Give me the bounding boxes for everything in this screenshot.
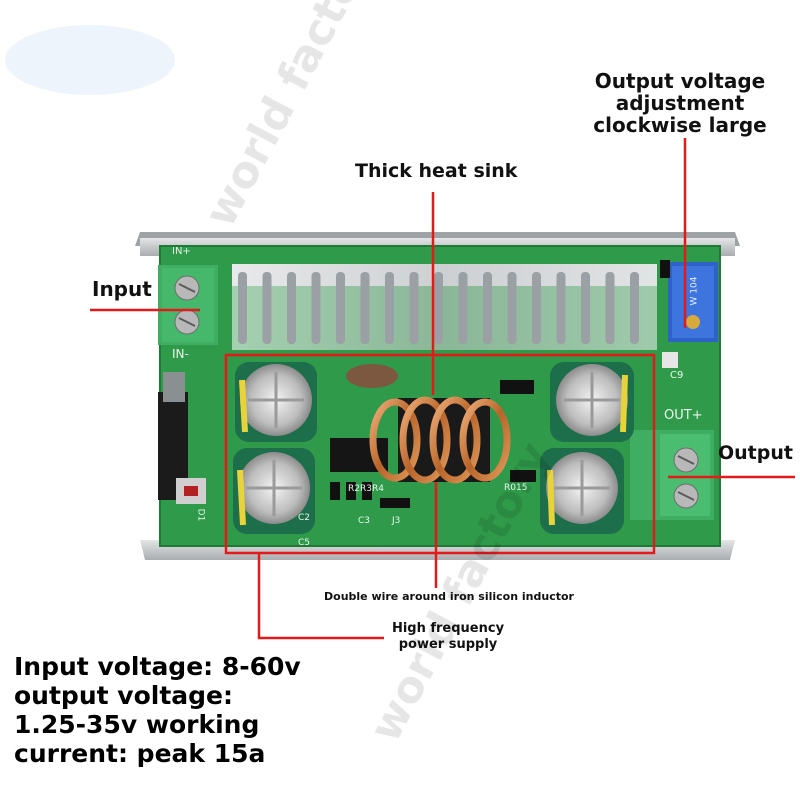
silk-j3: J3 <box>392 516 401 526</box>
heat-sink-fin-slot <box>360 272 370 344</box>
spec-line: output voltage: <box>14 681 233 710</box>
silk-c2: C2 <box>298 513 311 523</box>
capacitor-bottom-left <box>233 448 315 534</box>
heat-sink-fin-slot <box>287 272 296 344</box>
silk-in-minus: IN- <box>172 347 189 361</box>
svg-text:world factory: world factory <box>195 0 395 235</box>
capacitor-top-right <box>550 362 634 442</box>
heat-sink-fin-slot <box>311 272 321 344</box>
smd-resistors <box>330 352 678 508</box>
input-terminal-block <box>158 265 218 345</box>
silk-out-plus: OUT+ <box>664 408 703 423</box>
callout-heat-sink: Thick heat sink <box>355 160 518 182</box>
heat-sink-fin-slot <box>336 272 345 344</box>
heat-sink-fin-slot <box>385 272 394 344</box>
callout-line: adjustment <box>615 91 745 115</box>
heat-sink-fin-slot <box>507 272 517 344</box>
silk-c3: C3 <box>358 516 371 526</box>
output-terminal-block <box>630 430 714 520</box>
heat-sink-fin-slot <box>605 272 615 344</box>
highlight-box <box>224 353 656 555</box>
callout-input: Input <box>92 277 152 301</box>
heat-sink-fin-slot <box>532 272 541 344</box>
heat-sink-fin-slot <box>409 272 419 344</box>
capacitor-bottom-right <box>540 448 624 534</box>
heat-sink-fin-slot <box>262 272 272 344</box>
silk-d1: D1 <box>195 508 206 522</box>
heat-sink-fin-slot <box>434 272 443 344</box>
background-blur <box>5 25 175 95</box>
spec-block: Input voltage: 8-60v output voltage: 1.2… <box>14 652 301 768</box>
callout-line: clockwise large <box>593 113 767 137</box>
callout-output-voltage-adjustment: Output voltage adjustment clockwise larg… <box>580 70 780 136</box>
callout-output: Output <box>718 442 793 464</box>
silk-r015: R015 <box>504 483 528 493</box>
callout-line: Output voltage <box>594 69 766 93</box>
callout-line: power supply <box>398 637 498 652</box>
capacitor-top-left <box>235 362 317 442</box>
inductor <box>369 396 511 484</box>
silk-in-plus: IN+ <box>172 246 191 257</box>
silk-c9: C9 <box>670 370 684 381</box>
annotation-lines <box>90 138 795 640</box>
heat-sink-fin-slot <box>458 272 468 344</box>
heat-sink-fins <box>238 272 639 344</box>
spec-line: 1.25-35v working <box>14 710 260 739</box>
spec-line: Input voltage: 8-60v <box>14 652 301 681</box>
callout-power-supply: High frequency power supply <box>380 621 516 653</box>
silk-r2r3r4: R2R3R4 <box>348 484 384 494</box>
heat-sink-fin-slot <box>483 272 492 344</box>
heat-sink-fin-slot <box>556 272 566 344</box>
potentiometer <box>660 260 718 342</box>
heat-sink-fin-slot <box>238 272 247 344</box>
callout-line: High frequency <box>391 621 505 636</box>
pot-marking: W 104 <box>689 276 700 306</box>
silk-c5: C5 <box>298 538 311 548</box>
callout-inductor: Double wire around iron silicon inductor <box>324 590 574 603</box>
heat-sink-fin-slot <box>630 272 639 344</box>
heat-sink-fin-slot <box>581 272 590 344</box>
spec-line: current: peak 15a <box>14 739 266 768</box>
